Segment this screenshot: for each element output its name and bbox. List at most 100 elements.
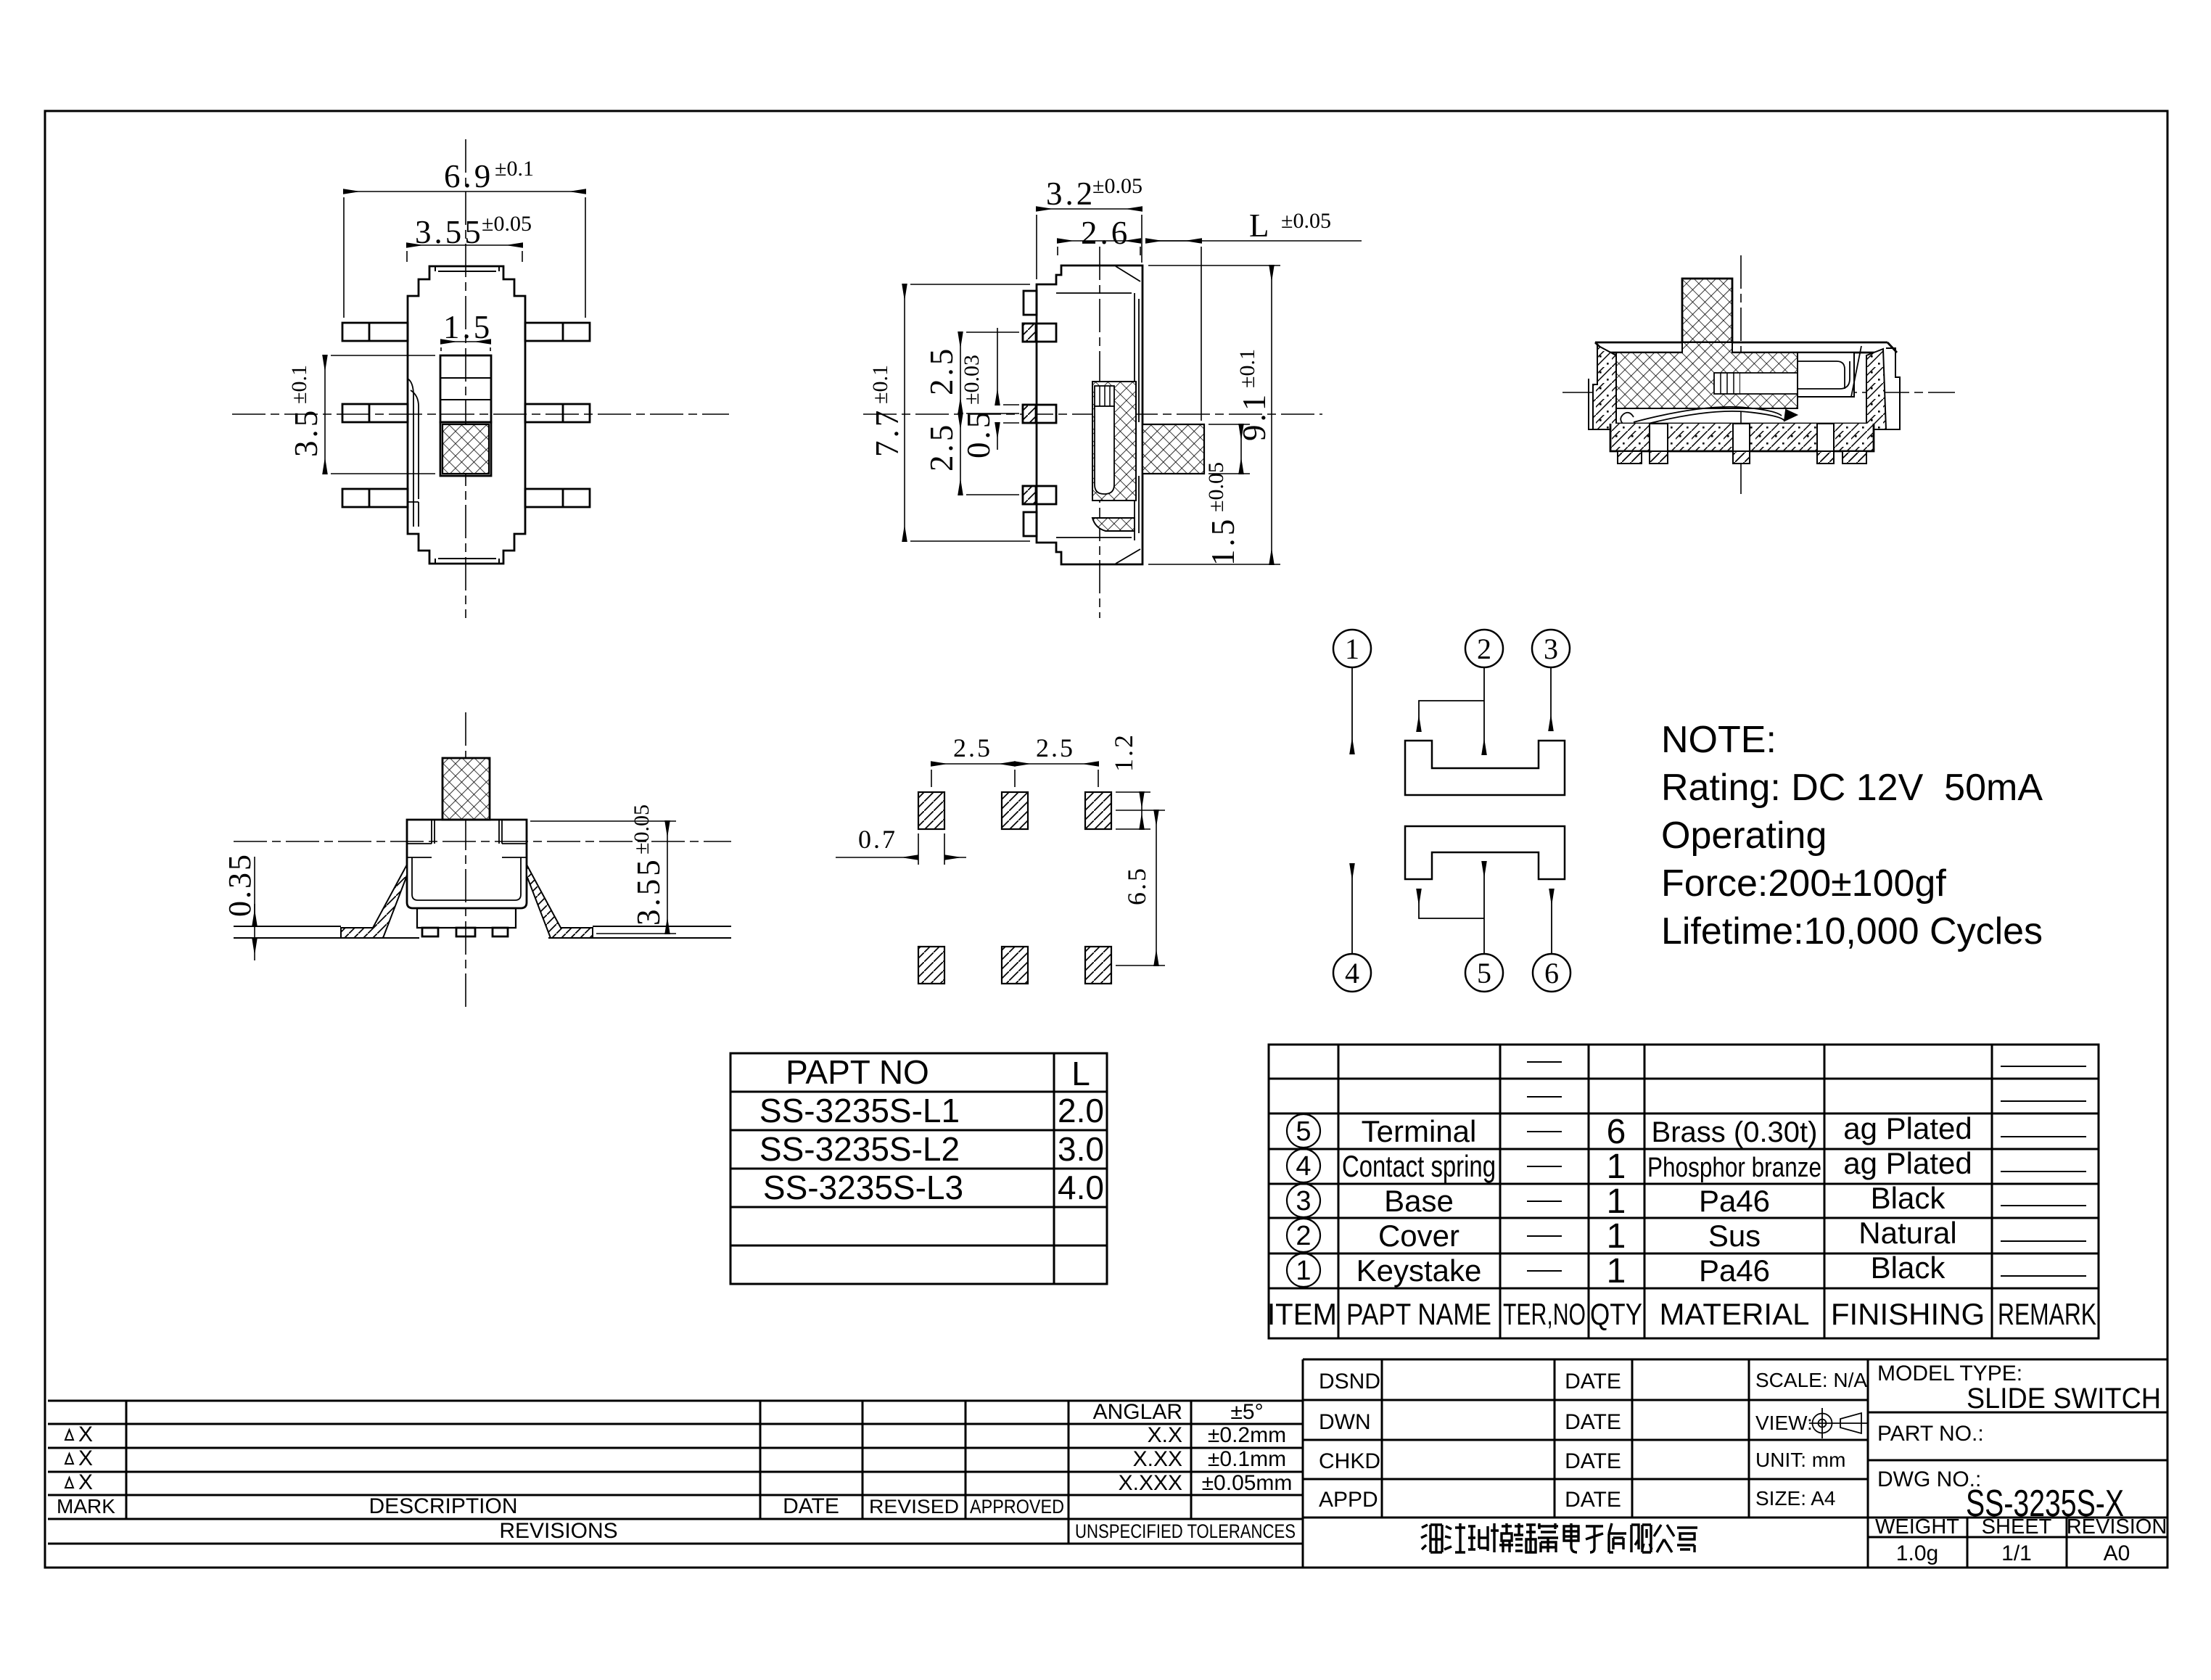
svg-text:MODEL TYPE:: MODEL TYPE: (1877, 1362, 2022, 1385)
svg-text:2: 2 (1477, 633, 1491, 665)
svg-text:2.5: 2.5 (1036, 733, 1075, 762)
svg-text:4.0: 4.0 (1058, 1169, 1104, 1206)
svg-text:5: 5 (1296, 1116, 1311, 1147)
svg-text:Lifetime:10,000 Cycles: Lifetime:10,000 Cycles (1661, 910, 2043, 952)
svg-text:±0.1: ±0.1 (868, 365, 892, 404)
svg-text:SS-3235S-L3: SS-3235S-L3 (763, 1169, 963, 1206)
svg-text:±0.1: ±0.1 (495, 157, 534, 181)
svg-text:±0.1: ±0.1 (1235, 349, 1259, 388)
svg-text:1.0g: 1.0g (1896, 1541, 1938, 1565)
svg-text:SHEET: SHEET (1982, 1515, 2052, 1539)
svg-text:SS-3235S-L1: SS-3235S-L1 (759, 1092, 960, 1129)
svg-text:±0.1mm: ±0.1mm (1208, 1447, 1286, 1471)
svg-text:1: 1 (1607, 1217, 1626, 1256)
svg-text:PAPT NAME: PAPT NAME (1346, 1297, 1491, 1331)
svg-text:±0.1: ±0.1 (287, 365, 311, 404)
svg-text:3.55: 3.55 (630, 857, 667, 926)
svg-text:REVISIONS: REVISIONS (499, 1519, 617, 1543)
svg-text:L: L (1249, 207, 1269, 244)
svg-text:TER,NO: TER,NO (1503, 1297, 1586, 1331)
svg-text:Phosphor branze: Phosphor branze (1647, 1153, 1821, 1183)
svg-text:Rating: DC 12V 50mA: Rating: DC 12V 50mA (1661, 767, 2043, 809)
svg-text:3: 3 (1544, 633, 1558, 665)
svg-text:±5°: ±5° (1230, 1400, 1263, 1424)
svg-text:ag Plated: ag Plated (1843, 1146, 1972, 1180)
svg-text:X.XX: X.XX (1133, 1447, 1182, 1471)
svg-text:X.XXX: X.XXX (1119, 1471, 1182, 1495)
svg-text:Brass (0.30t): Brass (0.30t) (1652, 1116, 1818, 1148)
svg-text:±0.05: ±0.05 (1281, 209, 1331, 233)
svg-text:Black: Black (1871, 1181, 1946, 1215)
svg-text:UNIT: mm: UNIT: mm (1755, 1449, 1845, 1471)
svg-text:Force:200±100gf: Force:200±100gf (1661, 862, 1946, 905)
svg-text:±0.05: ±0.05 (1204, 462, 1228, 512)
svg-text:Cover: Cover (1378, 1219, 1459, 1253)
svg-text:3.2: 3.2 (1046, 176, 1095, 212)
svg-text:2.0: 2.0 (1058, 1092, 1104, 1129)
svg-text:SS-3235S-L2: SS-3235S-L2 (759, 1130, 960, 1168)
svg-text:ag Plated: ag Plated (1843, 1111, 1972, 1145)
svg-text:2.5: 2.5 (923, 422, 960, 472)
svg-text:5: 5 (1477, 957, 1491, 989)
svg-text:Keystake: Keystake (1356, 1253, 1482, 1288)
svg-text:X: X (78, 1446, 93, 1470)
svg-text:SS-3235S-X: SS-3235S-X (1966, 1483, 2124, 1525)
svg-text:0.35: 0.35 (222, 852, 258, 917)
svg-text:PAPT NO: PAPT NO (786, 1053, 929, 1091)
svg-text:DWN: DWN (1319, 1410, 1371, 1434)
svg-text:6: 6 (1607, 1113, 1626, 1151)
svg-text:SIZE: A4: SIZE: A4 (1755, 1487, 1836, 1510)
svg-text:FINISHING: FINISHING (1831, 1297, 1985, 1331)
svg-text:3.5: 3.5 (288, 408, 324, 457)
svg-text:0.7: 0.7 (858, 825, 897, 854)
svg-text:1.2: 1.2 (1109, 733, 1138, 772)
svg-text:1/1: 1/1 (2001, 1541, 2032, 1565)
svg-text:MARK: MARK (57, 1495, 115, 1518)
svg-text:Natural: Natural (1858, 1216, 1956, 1250)
svg-text:X.X: X.X (1148, 1423, 1182, 1447)
svg-text:DSND: DSND (1319, 1370, 1380, 1393)
svg-text:SCALE: N/A: SCALE: N/A (1755, 1369, 1867, 1391)
svg-text:2.5: 2.5 (953, 733, 992, 762)
svg-text:DATE: DATE (783, 1494, 839, 1518)
svg-text:1: 1 (1296, 1256, 1311, 1286)
svg-text:VIEW:: VIEW: (1755, 1412, 1813, 1434)
svg-text:7.7: 7.7 (869, 408, 905, 457)
svg-text:DATE: DATE (1565, 1449, 1621, 1473)
svg-text:3: 3 (1296, 1186, 1311, 1216)
svg-text:1: 1 (1607, 1252, 1626, 1290)
svg-text:X: X (78, 1470, 93, 1494)
svg-text:±0.03: ±0.03 (960, 355, 984, 405)
svg-text:4: 4 (1296, 1151, 1311, 1182)
svg-text:Pa46: Pa46 (1699, 1253, 1770, 1288)
svg-text:±0.05mm: ±0.05mm (1202, 1471, 1293, 1495)
svg-text:WEIGHT: WEIGHT (1875, 1515, 1959, 1539)
svg-text:REVISION: REVISION (2067, 1515, 2167, 1539)
svg-text:QTY: QTY (1590, 1297, 1642, 1331)
svg-text:DATE: DATE (1565, 1488, 1621, 1512)
svg-text:SLIDE SWITCH: SLIDE SWITCH (1967, 1383, 2161, 1415)
svg-text:1: 1 (1607, 1148, 1626, 1186)
svg-text:NOTE:: NOTE: (1661, 719, 1776, 761)
svg-text:PART NO.:: PART NO.: (1877, 1422, 1984, 1446)
svg-text:DATE: DATE (1565, 1410, 1621, 1434)
svg-text:DWG NO.:: DWG NO.: (1877, 1467, 1981, 1491)
svg-text:±0.05: ±0.05 (1092, 174, 1142, 198)
svg-text:Black: Black (1871, 1251, 1946, 1285)
svg-text:A0: A0 (2104, 1541, 2130, 1565)
svg-text:X: X (78, 1422, 93, 1446)
svg-text:Base: Base (1384, 1184, 1454, 1218)
svg-text:6.9: 6.9 (444, 158, 493, 194)
svg-text:REMARK: REMARK (1998, 1297, 2096, 1331)
svg-text:APPD: APPD (1319, 1488, 1378, 1512)
svg-text:2.6: 2.6 (1081, 215, 1130, 251)
svg-text:Terminal: Terminal (1362, 1114, 1477, 1148)
svg-text:±0.05: ±0.05 (482, 212, 532, 236)
svg-text:DATE: DATE (1565, 1370, 1621, 1393)
svg-text:Sus: Sus (1708, 1219, 1761, 1253)
svg-text:6: 6 (1544, 957, 1559, 989)
svg-text:REVISED: REVISED (869, 1496, 959, 1518)
svg-text:L: L (1071, 1055, 1090, 1092)
svg-text:DESCRIPTION: DESCRIPTION (368, 1494, 517, 1518)
svg-text:±0.05: ±0.05 (630, 804, 654, 855)
